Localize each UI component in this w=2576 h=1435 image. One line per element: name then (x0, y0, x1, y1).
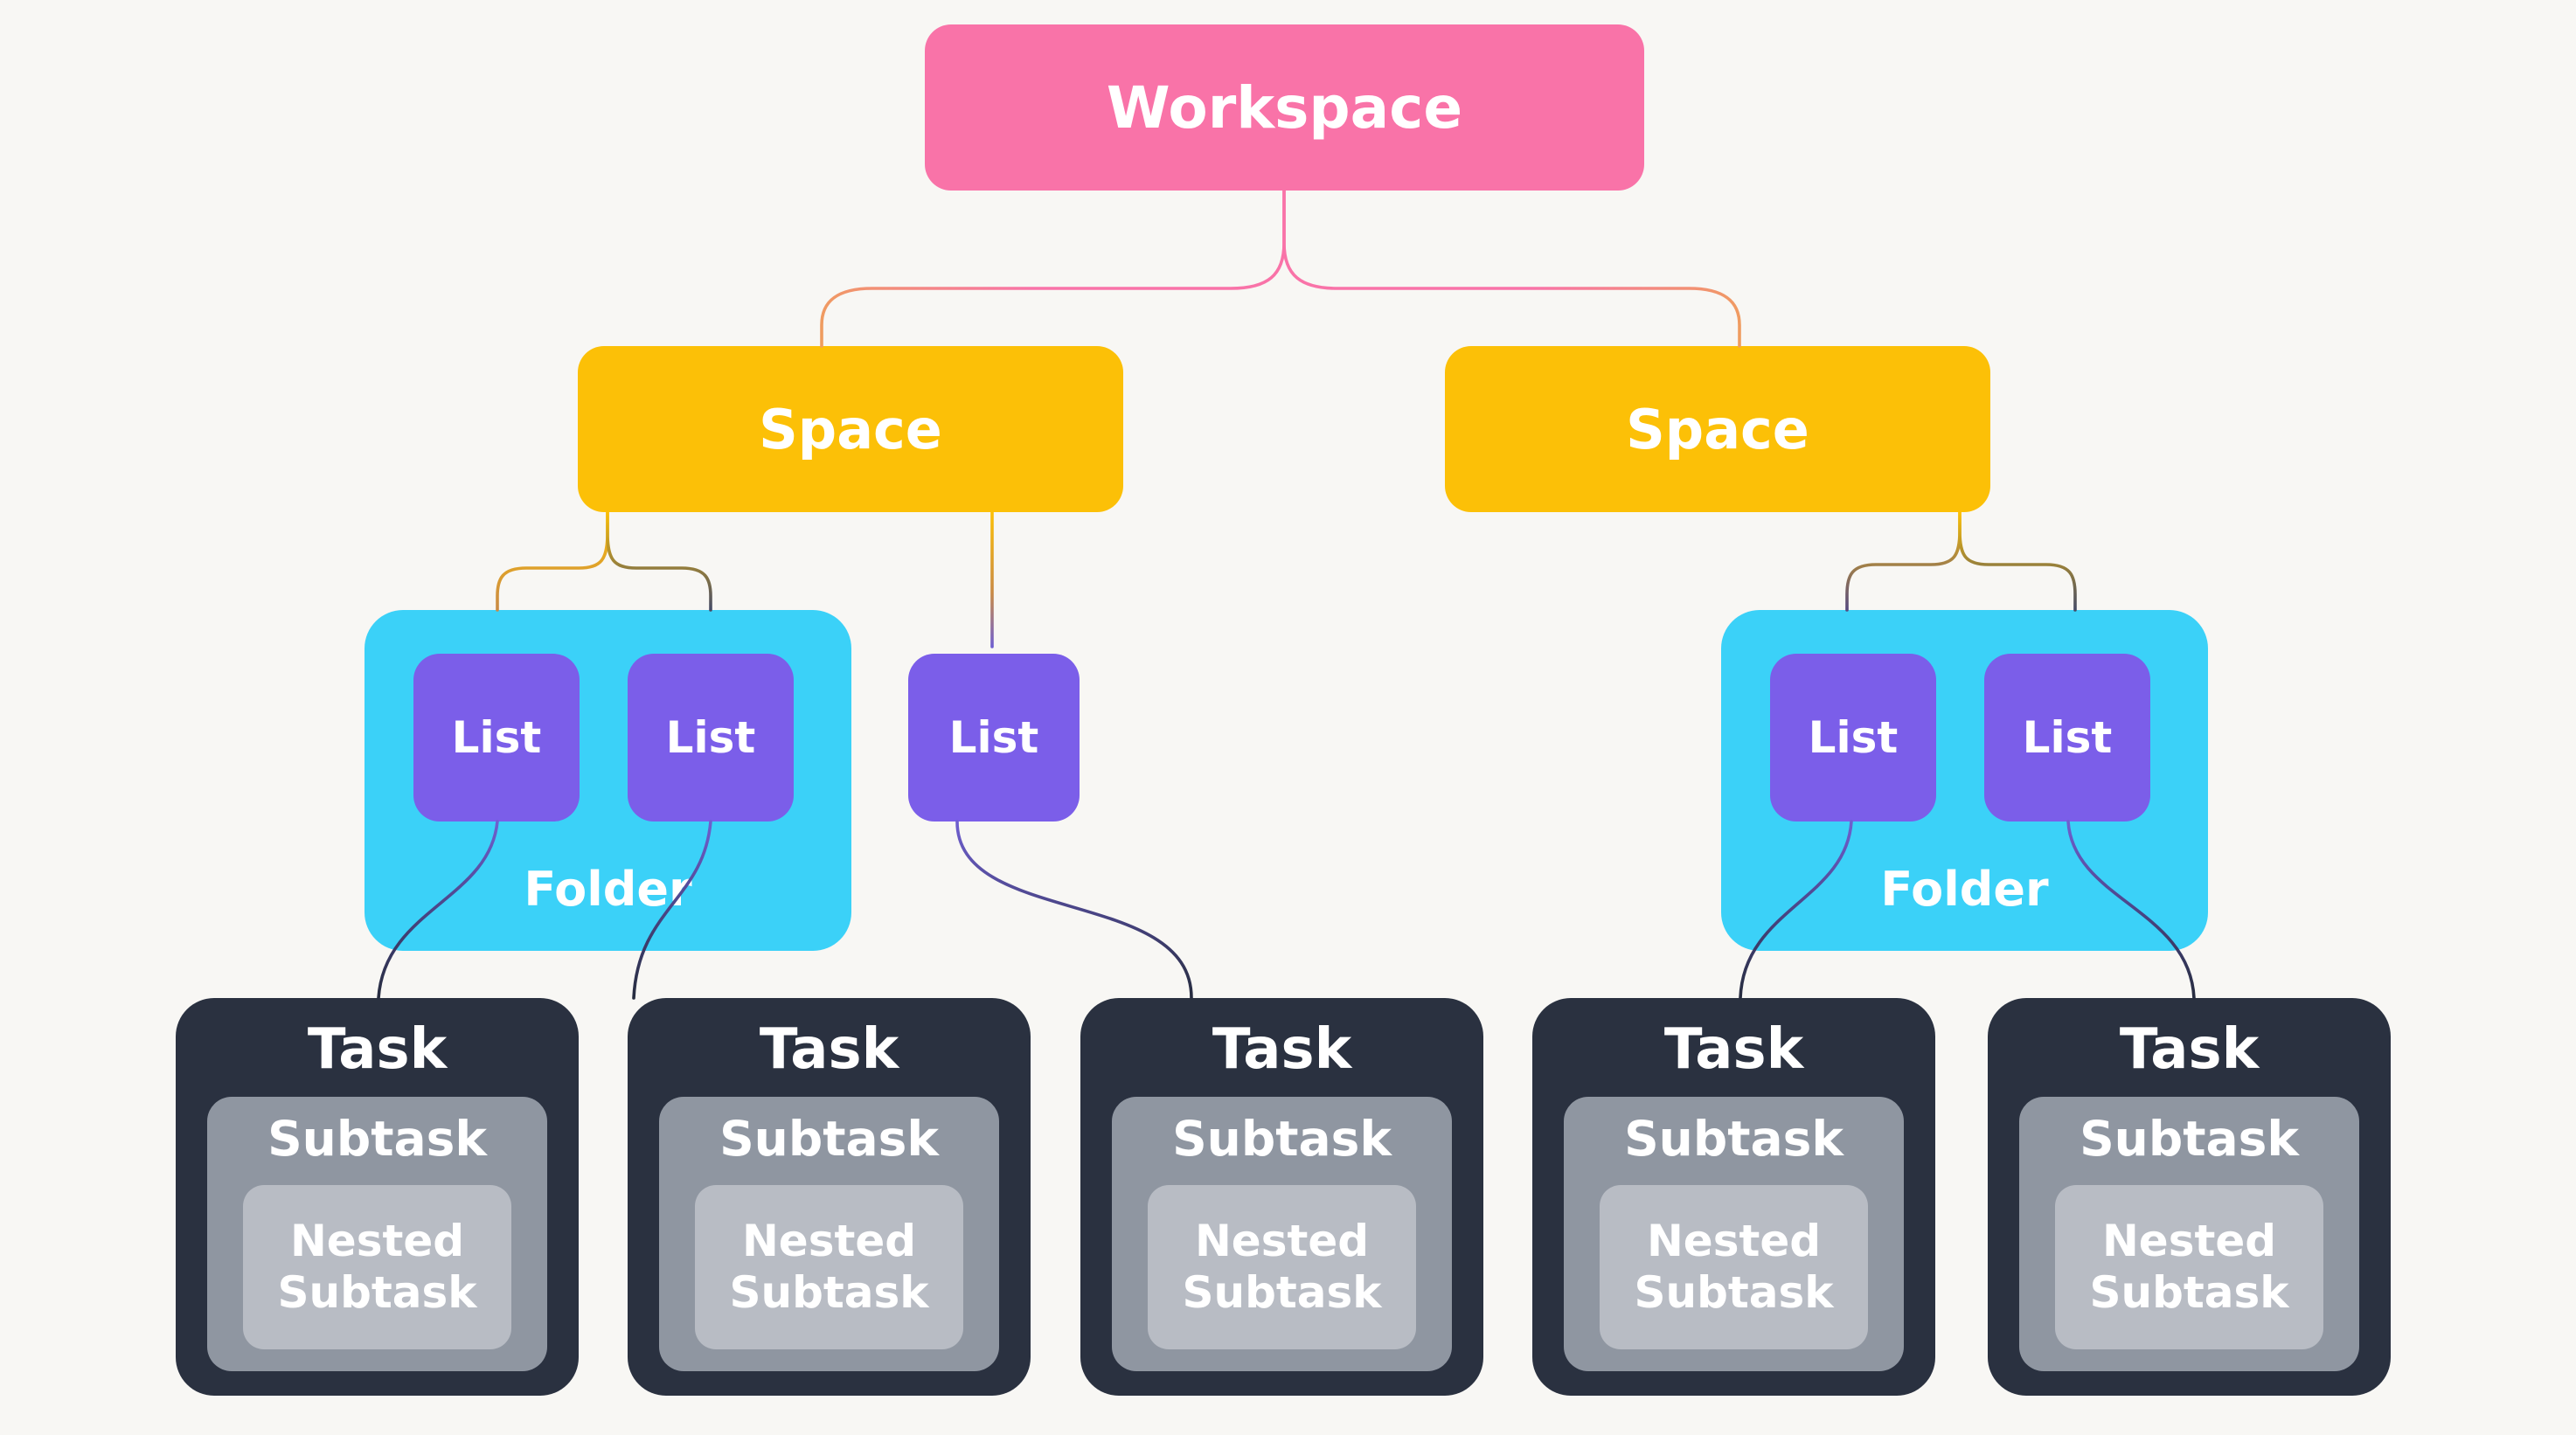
task-node: Task Subtask Nested Subtask (1988, 998, 2391, 1396)
connector-space-folder-list (606, 510, 712, 612)
folder-label: Folder (1880, 862, 2049, 917)
subtask-label: Subtask (1172, 1111, 1392, 1167)
space-node-right: Space (1445, 346, 1990, 512)
subtask-label: Subtask (2080, 1111, 2299, 1167)
task-node: Task Subtask Nested Subtask (1080, 998, 1483, 1396)
connector-space-folder-list (1845, 510, 1962, 612)
task-label: Task (1212, 1017, 1352, 1082)
workspace-node: Workspace (925, 24, 1644, 191)
task-label: Task (759, 1017, 899, 1082)
connector-space-folder-list (1958, 510, 2077, 612)
connector-list-task (955, 820, 1193, 1000)
subtask-label: Subtask (267, 1111, 487, 1167)
task-node: Task Subtask Nested Subtask (628, 998, 1031, 1396)
subtask-node: Subtask Nested Subtask (659, 1097, 999, 1371)
list-node: List (413, 654, 580, 821)
task-label: Task (2119, 1017, 2260, 1082)
nested-subtask-node: Nested Subtask (695, 1185, 963, 1349)
space-node-left: Space (578, 346, 1123, 512)
list-node-standalone: List (908, 654, 1080, 821)
list-node: List (1984, 654, 2150, 821)
folder-node-left: List List Folder (365, 610, 851, 951)
connector-workspace-space-left (820, 189, 1286, 348)
list-node: List (628, 654, 794, 821)
subtask-node: Subtask Nested Subtask (1112, 1097, 1452, 1371)
connector-space-folder-list (496, 510, 609, 612)
subtask-node: Subtask Nested Subtask (207, 1097, 547, 1371)
task-node: Task Subtask Nested Subtask (1532, 998, 1935, 1396)
subtask-label: Subtask (1624, 1111, 1843, 1167)
nested-subtask-node: Nested Subtask (1600, 1185, 1868, 1349)
folder-node-right: List List Folder (1721, 610, 2208, 951)
list-node: List (1770, 654, 1936, 821)
subtask-node: Subtask Nested Subtask (2019, 1097, 2359, 1371)
task-label: Task (307, 1017, 448, 1082)
task-node: Task Subtask Nested Subtask (176, 998, 579, 1396)
folder-label: Folder (524, 862, 692, 917)
task-label: Task (1663, 1017, 1804, 1082)
nested-subtask-node: Nested Subtask (243, 1185, 511, 1349)
connector-workspace-space-right (1282, 189, 1741, 348)
nested-subtask-node: Nested Subtask (2055, 1185, 2323, 1349)
subtask-node: Subtask Nested Subtask (1564, 1097, 1904, 1371)
subtask-label: Subtask (719, 1111, 939, 1167)
nested-subtask-node: Nested Subtask (1148, 1185, 1416, 1349)
